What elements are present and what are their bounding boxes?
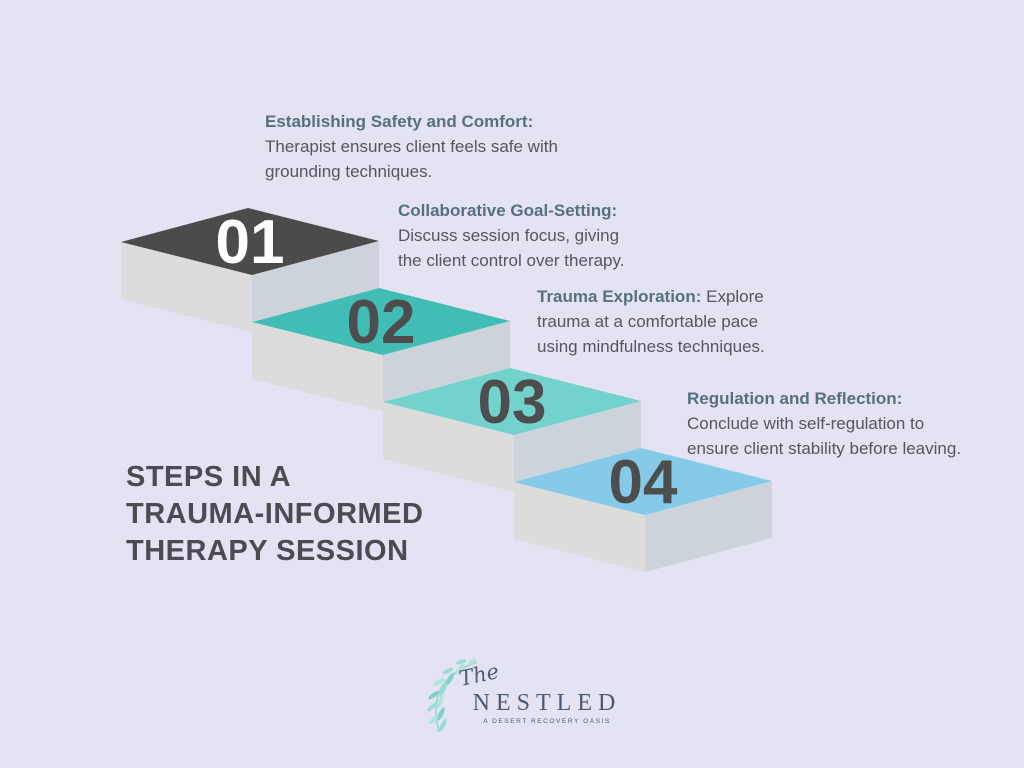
page-title-line: TRAUMA-INFORMED	[126, 498, 424, 530]
logo-brand-name: NESTLED	[473, 690, 622, 716]
annotation-heading: Collaborative Goal-Setting:	[398, 201, 618, 220]
annotation-line-rest: Explore	[706, 287, 764, 306]
annotation-line: trauma at a comfortable pace	[537, 312, 759, 331]
annotation-line: Conclude with self-regulation to	[687, 414, 925, 433]
annotation-line: Therapist ensures client feels safe with	[265, 137, 558, 156]
step-4-front-face	[514, 482, 645, 572]
step-4-side-face	[645, 481, 772, 572]
step-2-front-face	[252, 322, 383, 412]
annotation-line: Discuss session focus, giving	[398, 226, 620, 245]
annotation-step-3: Trauma Exploration: Explore trauma at a …	[537, 284, 827, 359]
step-2-side-face	[383, 321, 510, 402]
step-1-front-face	[121, 242, 252, 332]
feather-icon	[426, 658, 478, 733]
step-2-top-face	[252, 288, 510, 355]
step-4-top-face	[514, 448, 772, 515]
step-3-number: 03	[478, 368, 547, 437]
step-3-side-face	[514, 401, 641, 482]
annotation-heading: Trauma Exploration:	[537, 287, 702, 306]
step-4-number: 04	[609, 448, 678, 517]
annotation-heading: Establishing Safety and Comfort:	[265, 112, 534, 131]
step-3-top-face	[383, 368, 641, 435]
annotation-step-2: Collaborative Goal-Setting: Discuss sess…	[398, 198, 688, 273]
page-title: STEPS IN A TRAUMA-INFORMED THERAPY SESSI…	[126, 459, 423, 570]
annotation-line: grounding techniques.	[265, 162, 433, 181]
step-1-top-face	[121, 208, 379, 275]
annotation-line: Trauma Exploration: Explore	[537, 284, 827, 309]
annotation-line: using mindfulness techniques.	[537, 337, 765, 356]
annotation-step-1: Establishing Safety and Comfort: Therapi…	[265, 109, 625, 184]
step-3-front-face	[383, 402, 514, 492]
step-1-number: 01	[216, 208, 285, 277]
page-title-line: THERAPY SESSION	[126, 535, 409, 567]
step-1-side-face	[252, 241, 379, 322]
brand-logo: The NESTLED A DESERT RECOVERY OASIS	[426, 658, 622, 733]
step-2-number: 02	[347, 288, 416, 357]
annotation-step-4: Regulation and Reflection: Conclude with…	[687, 386, 1022, 461]
annotation-heading: Regulation and Reflection:	[687, 389, 903, 408]
annotation-line: the client control over therapy.	[398, 251, 625, 270]
logo-tagline: A DESERT RECOVERY OASIS	[483, 718, 610, 725]
annotation-line: ensure client stability before leaving.	[687, 439, 962, 458]
page-title-line: STEPS IN A	[126, 461, 292, 493]
